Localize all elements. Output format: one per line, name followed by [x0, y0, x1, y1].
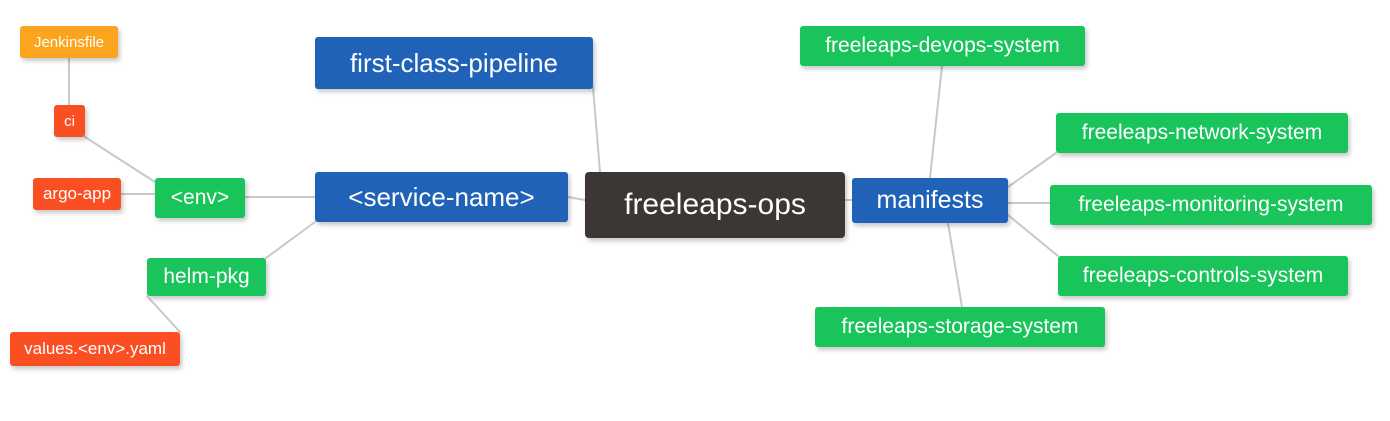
node-network[interactable]: freeleaps-network-system — [1056, 113, 1348, 153]
node-label: freeleaps-devops-system — [825, 34, 1060, 57]
node-controls[interactable]: freeleaps-controls-system — [1058, 256, 1348, 296]
node-storage[interactable]: freeleaps-storage-system — [815, 307, 1105, 347]
node-root[interactable]: freeleaps-ops — [585, 172, 845, 238]
node-values[interactable]: values.<env>.yaml — [10, 332, 180, 366]
node-manifests[interactable]: manifests — [852, 178, 1008, 223]
edge-manifests-to-devops — [929, 65, 943, 179]
node-env[interactable]: <env> — [155, 178, 245, 218]
node-label: freeleaps-network-system — [1081, 121, 1323, 144]
edge-manifests-to-controls — [1007, 214, 1059, 257]
node-label: <service-name> — [348, 181, 535, 212]
node-ci[interactable]: ci — [54, 105, 85, 137]
node-label: freeleaps-controls-system — [1082, 264, 1324, 287]
edge-root-to-svc — [567, 196, 586, 201]
node-jenkins[interactable]: Jenkinsfile — [20, 26, 118, 58]
node-label: manifests — [876, 186, 984, 214]
node-label: first-class-pipeline — [349, 47, 559, 78]
node-label: ci — [64, 112, 75, 130]
edge-manifests-to-storage — [947, 222, 963, 308]
edge-env-to-ci — [84, 136, 156, 183]
node-devops[interactable]: freeleaps-devops-system — [800, 26, 1085, 66]
edge-root-to-fcp — [592, 86, 601, 173]
node-label: argo-app — [42, 184, 112, 203]
edge-svc-to-helm — [265, 221, 316, 259]
edge-manifests-to-network — [1007, 152, 1057, 188]
node-label: freeleaps-ops — [624, 188, 806, 221]
node-helm[interactable]: helm-pkg — [147, 258, 266, 296]
node-label: helm-pkg — [163, 265, 250, 288]
node-label: <env> — [170, 186, 230, 209]
node-label: Jenkinsfile — [33, 33, 105, 51]
node-monitoring[interactable]: freeleaps-monitoring-system — [1050, 185, 1372, 225]
node-fcp[interactable]: first-class-pipeline — [315, 37, 593, 89]
node-label: values.<env>.yaml — [24, 339, 166, 358]
node-svc[interactable]: <service-name> — [315, 172, 568, 222]
node-label: freeleaps-storage-system — [841, 315, 1079, 338]
node-argo[interactable]: argo-app — [33, 178, 121, 210]
node-label: freeleaps-monitoring-system — [1078, 193, 1344, 216]
edge-helm-to-values — [146, 295, 181, 333]
